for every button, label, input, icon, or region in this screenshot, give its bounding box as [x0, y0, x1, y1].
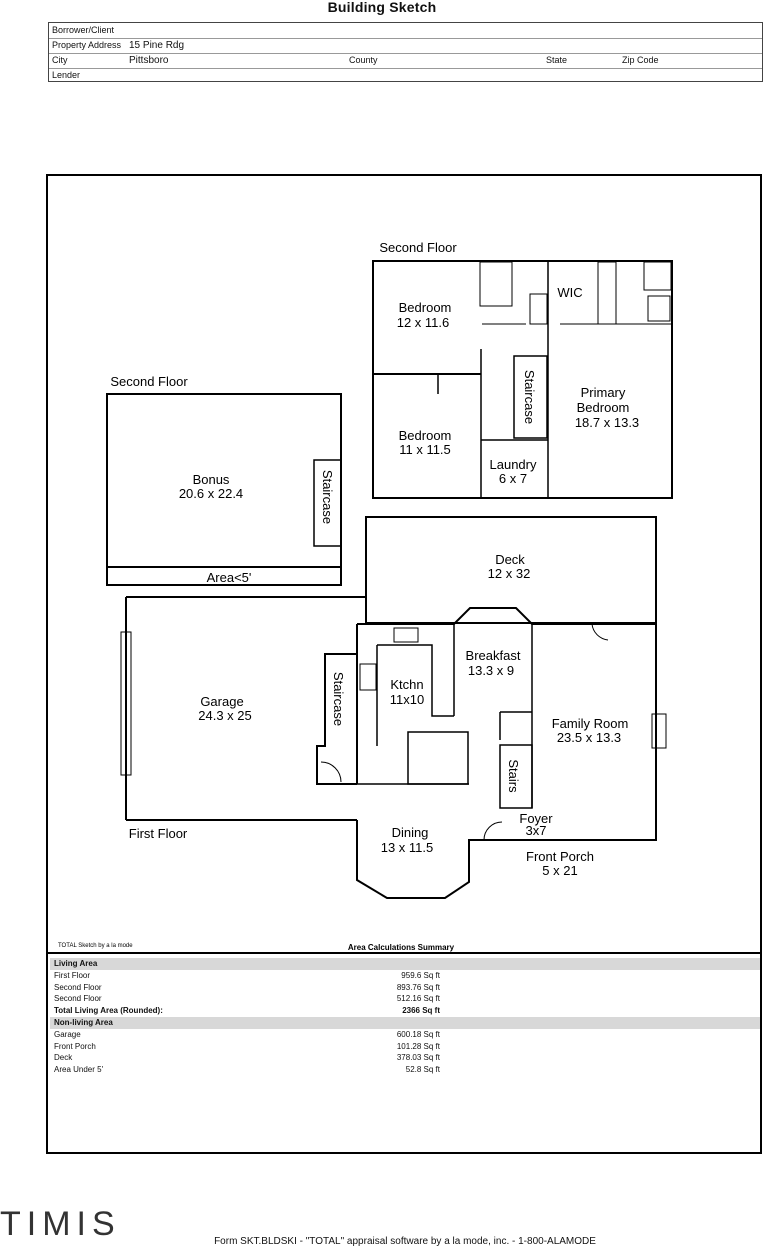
row-label: Area Under 5'	[54, 1065, 104, 1075]
foyer-dims: 3x7	[526, 823, 547, 838]
city-value: Pittsboro	[129, 55, 169, 66]
staircase-upper-label: Staircase	[522, 370, 537, 424]
page-title: Building Sketch	[327, 0, 437, 15]
stairs-label: Stairs	[506, 759, 521, 793]
total-living-row: Total Living Area (Rounded): 2366 Sq ft	[50, 1005, 760, 1017]
state-label: State	[546, 55, 568, 65]
porch-name: Front Porch	[526, 849, 594, 864]
row-value: 101.28 Sq ft	[396, 1041, 440, 1051]
living-row: Second Floor 893.76 Sq ft	[50, 982, 760, 994]
primary-name2: Bedroom	[577, 400, 630, 415]
row-label: Second Floor	[54, 994, 102, 1004]
living-area-band: Living Area	[50, 958, 760, 970]
dining-dims: 13 x 11.5	[381, 840, 434, 855]
sketch-credit: TOTAL Sketch by a la mode	[58, 943, 133, 949]
dining-name: Dining	[392, 825, 429, 840]
nonliving-area-band: Non-living Area	[50, 1016, 760, 1029]
foyer-name: Foyer	[519, 811, 553, 826]
bedroom1-dims: 12 x 11.6	[397, 315, 450, 330]
second-floor-upper-outline	[372, 260, 673, 499]
address-label: Property Address	[52, 40, 122, 50]
kitchen-name: Ktchn	[390, 677, 423, 692]
bedroom2-dims: 11 x 11.5	[399, 442, 451, 457]
porch-dims: 5 x 21	[542, 863, 577, 878]
lender-label: Lender	[52, 70, 81, 80]
breakfast-dims: 13.3 x 9	[468, 663, 514, 678]
bonus-dims: 20.6 x 22.4	[179, 486, 243, 501]
bedroom1-name: Bedroom	[399, 300, 452, 315]
breakfast-name: Breakfast	[466, 648, 521, 663]
living-row: First Floor 959.6 Sq ft	[50, 970, 760, 982]
family-name: Family Room	[552, 716, 629, 731]
city-label: City	[52, 55, 68, 65]
deck-name: Deck	[495, 552, 525, 567]
staircase-bonus-label: Staircase	[320, 470, 335, 524]
living-row: Second Floor 512.16 Sq ft	[50, 993, 760, 1005]
borrower-row: Borrower/Client	[49, 23, 762, 39]
property-header: Borrower/Client Property Address 15 Pine…	[48, 22, 763, 82]
borrower-label: Borrower/Client	[52, 25, 115, 35]
address-value: 15 Pine Rdg	[129, 40, 185, 51]
garage-outline	[126, 596, 367, 622]
nonliving-row: Front Porch 101.28 Sq ft	[50, 1041, 760, 1053]
lender-row: Lender	[49, 68, 762, 83]
county-label: County	[349, 55, 378, 65]
primary-dims: 18.7 x 13.3	[575, 415, 639, 430]
staircase-first-label: Staircase	[331, 672, 346, 726]
bedroom2-name: Bedroom	[399, 428, 452, 443]
laundry-name: Laundry	[490, 457, 537, 472]
laundry-dims: 6 x 7	[499, 471, 527, 486]
garage-name: Garage	[200, 694, 243, 709]
total-label: Total Living Area (Rounded):	[54, 1006, 163, 1016]
row-value: 512.16 Sq ft	[396, 994, 440, 1004]
second-floor-label-b: Second Floor	[110, 374, 188, 389]
summary-heading: Area Calculations Summary	[348, 943, 455, 952]
bonus-name: Bonus	[193, 472, 230, 487]
floorplan-sketch: Second Floor Second Floor First Floor Be…	[47, 240, 762, 954]
row-value: 52.8 Sq ft	[405, 1065, 440, 1075]
row-value: 378.03 Sq ft	[396, 1053, 440, 1063]
area-summary-table: Living Area First Floor 959.6 Sq ft Secon…	[50, 958, 760, 1076]
nonliving-row: Deck 378.03 Sq ft	[50, 1052, 760, 1064]
city-row: City Pittsboro County State Zip Code	[49, 53, 762, 69]
row-value: 959.6 Sq ft	[401, 970, 440, 980]
row-label: Second Floor	[54, 982, 102, 992]
first-floor-label: First Floor	[129, 826, 188, 841]
form-footer: Form SKT.BLDSKI - "TOTAL" appraisal soft…	[214, 1236, 596, 1247]
watermark-logo: TIMIS	[0, 1205, 121, 1243]
row-value: 893.76 Sq ft	[396, 982, 440, 992]
total-value: 2366 Sq ft	[402, 1006, 440, 1016]
family-dims: 23.5 x 13.3	[557, 730, 621, 745]
primary-name1: Primary	[581, 385, 626, 400]
kitchen-dims: 11x10	[390, 692, 424, 707]
nonliving-row: Area Under 5' 52.8 Sq ft	[50, 1064, 760, 1076]
row-label: Garage	[54, 1029, 81, 1039]
nonliving-row: Garage 600.18 Sq ft	[50, 1029, 760, 1041]
row-label: Front Porch	[54, 1041, 96, 1051]
area-under-label: Area<5'	[207, 570, 252, 585]
row-value: 600.18 Sq ft	[396, 1029, 440, 1039]
zip-label: Zip Code	[622, 55, 659, 65]
address-row: Property Address 15 Pine Rdg	[49, 38, 762, 54]
deck-outline	[365, 516, 657, 624]
row-label: First Floor	[54, 970, 90, 980]
row-label: Deck	[54, 1053, 73, 1063]
second-floor-label-a: Second Floor	[379, 240, 457, 255]
deck-dims: 12 x 32	[488, 566, 531, 581]
sketch-frame	[46, 174, 762, 1154]
garage-dims: 24.3 x 25	[198, 708, 252, 723]
wic-name: WIC	[557, 285, 582, 300]
